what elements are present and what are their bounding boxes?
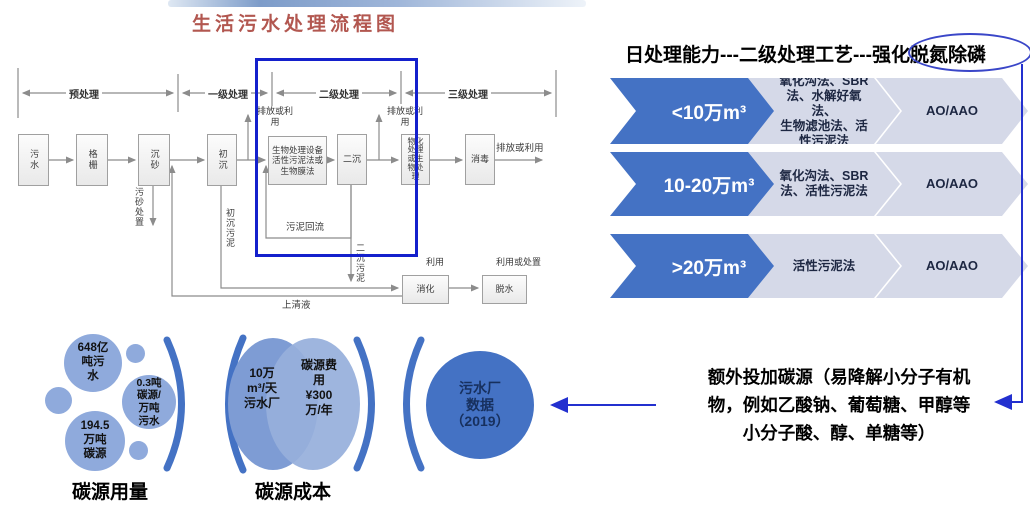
stage-tertiary: 三级处理	[445, 86, 491, 101]
box-bio-treatment: 生物处理设备 活性污泥法或 生物膜法	[268, 136, 327, 185]
label-carbon-usage: 碳源用量	[72, 482, 149, 503]
stage-pretreatment: 预处理	[66, 86, 102, 101]
bubble-dot-small-1	[126, 344, 145, 363]
label-use: 利用	[426, 257, 445, 268]
bubble-data-source: 污水厂 数据 （2019）	[426, 351, 534, 459]
box-disinfection: 消毒	[465, 134, 495, 185]
bubble-dot-small-2	[45, 387, 72, 414]
bubble-sewage-total: 648亿 吨污 水	[64, 334, 122, 392]
capacity-title: 日处理能力---二级处理工艺---强化脱氮除磷	[625, 45, 986, 66]
label-use-or-disposal: 利用或处置	[496, 257, 542, 268]
label-supernatant: 上清液	[282, 300, 311, 312]
box-digestion: 消化	[402, 275, 449, 304]
page-title: 生活污水处理流程图	[192, 14, 400, 35]
box-dewatering: 脱水	[482, 275, 527, 304]
label-discharge-a: 排放或利用	[254, 106, 296, 128]
label-sand-disposal: 污砂处置	[134, 187, 144, 227]
box-screen: 格栅	[76, 134, 108, 186]
label-discharge-final: 排放或利用	[496, 143, 544, 155]
carbon-dosing-note: 额外投加碳源（易降解小分子有机 物，例如乙酸钠、葡萄糖、甲醇等 小分子酸、醇、单…	[707, 367, 971, 443]
text-carbon-fee: 碳源费 用 ¥300 万/年	[300, 358, 337, 417]
top-accent-bar	[168, 0, 586, 7]
box-primary-settling: 初沉	[207, 134, 237, 186]
denitrification-circle-annotation	[908, 33, 1030, 72]
secondary-treatment-highlight-rect	[255, 58, 418, 257]
bubble-carbon-total: 194.5 万吨 碳源	[65, 411, 125, 471]
label-sludge-return: 污泥回流	[286, 222, 325, 234]
box-secondary-settling: 二沉	[337, 134, 367, 185]
ellipse-carbon-cost	[266, 338, 360, 470]
bubble-dot-small-3	[129, 441, 148, 460]
label-secondary-sludge: 二沉污泥	[355, 243, 365, 283]
box-grit: 沉砂	[138, 134, 170, 186]
stage-primary: 一级处理	[205, 86, 251, 101]
text-plant-size: 10万 m³/天 污水厂	[243, 366, 280, 410]
stage-secondary: 二级处理	[316, 86, 362, 101]
label-primary-sludge: 初沉污泥	[225, 208, 235, 248]
bubble-carbon-ratio: 0.3吨 碳源/ 万吨 污水	[122, 375, 176, 429]
label-carbon-cost: 碳源成本	[255, 482, 332, 503]
box-sewage: 污水	[18, 134, 49, 186]
